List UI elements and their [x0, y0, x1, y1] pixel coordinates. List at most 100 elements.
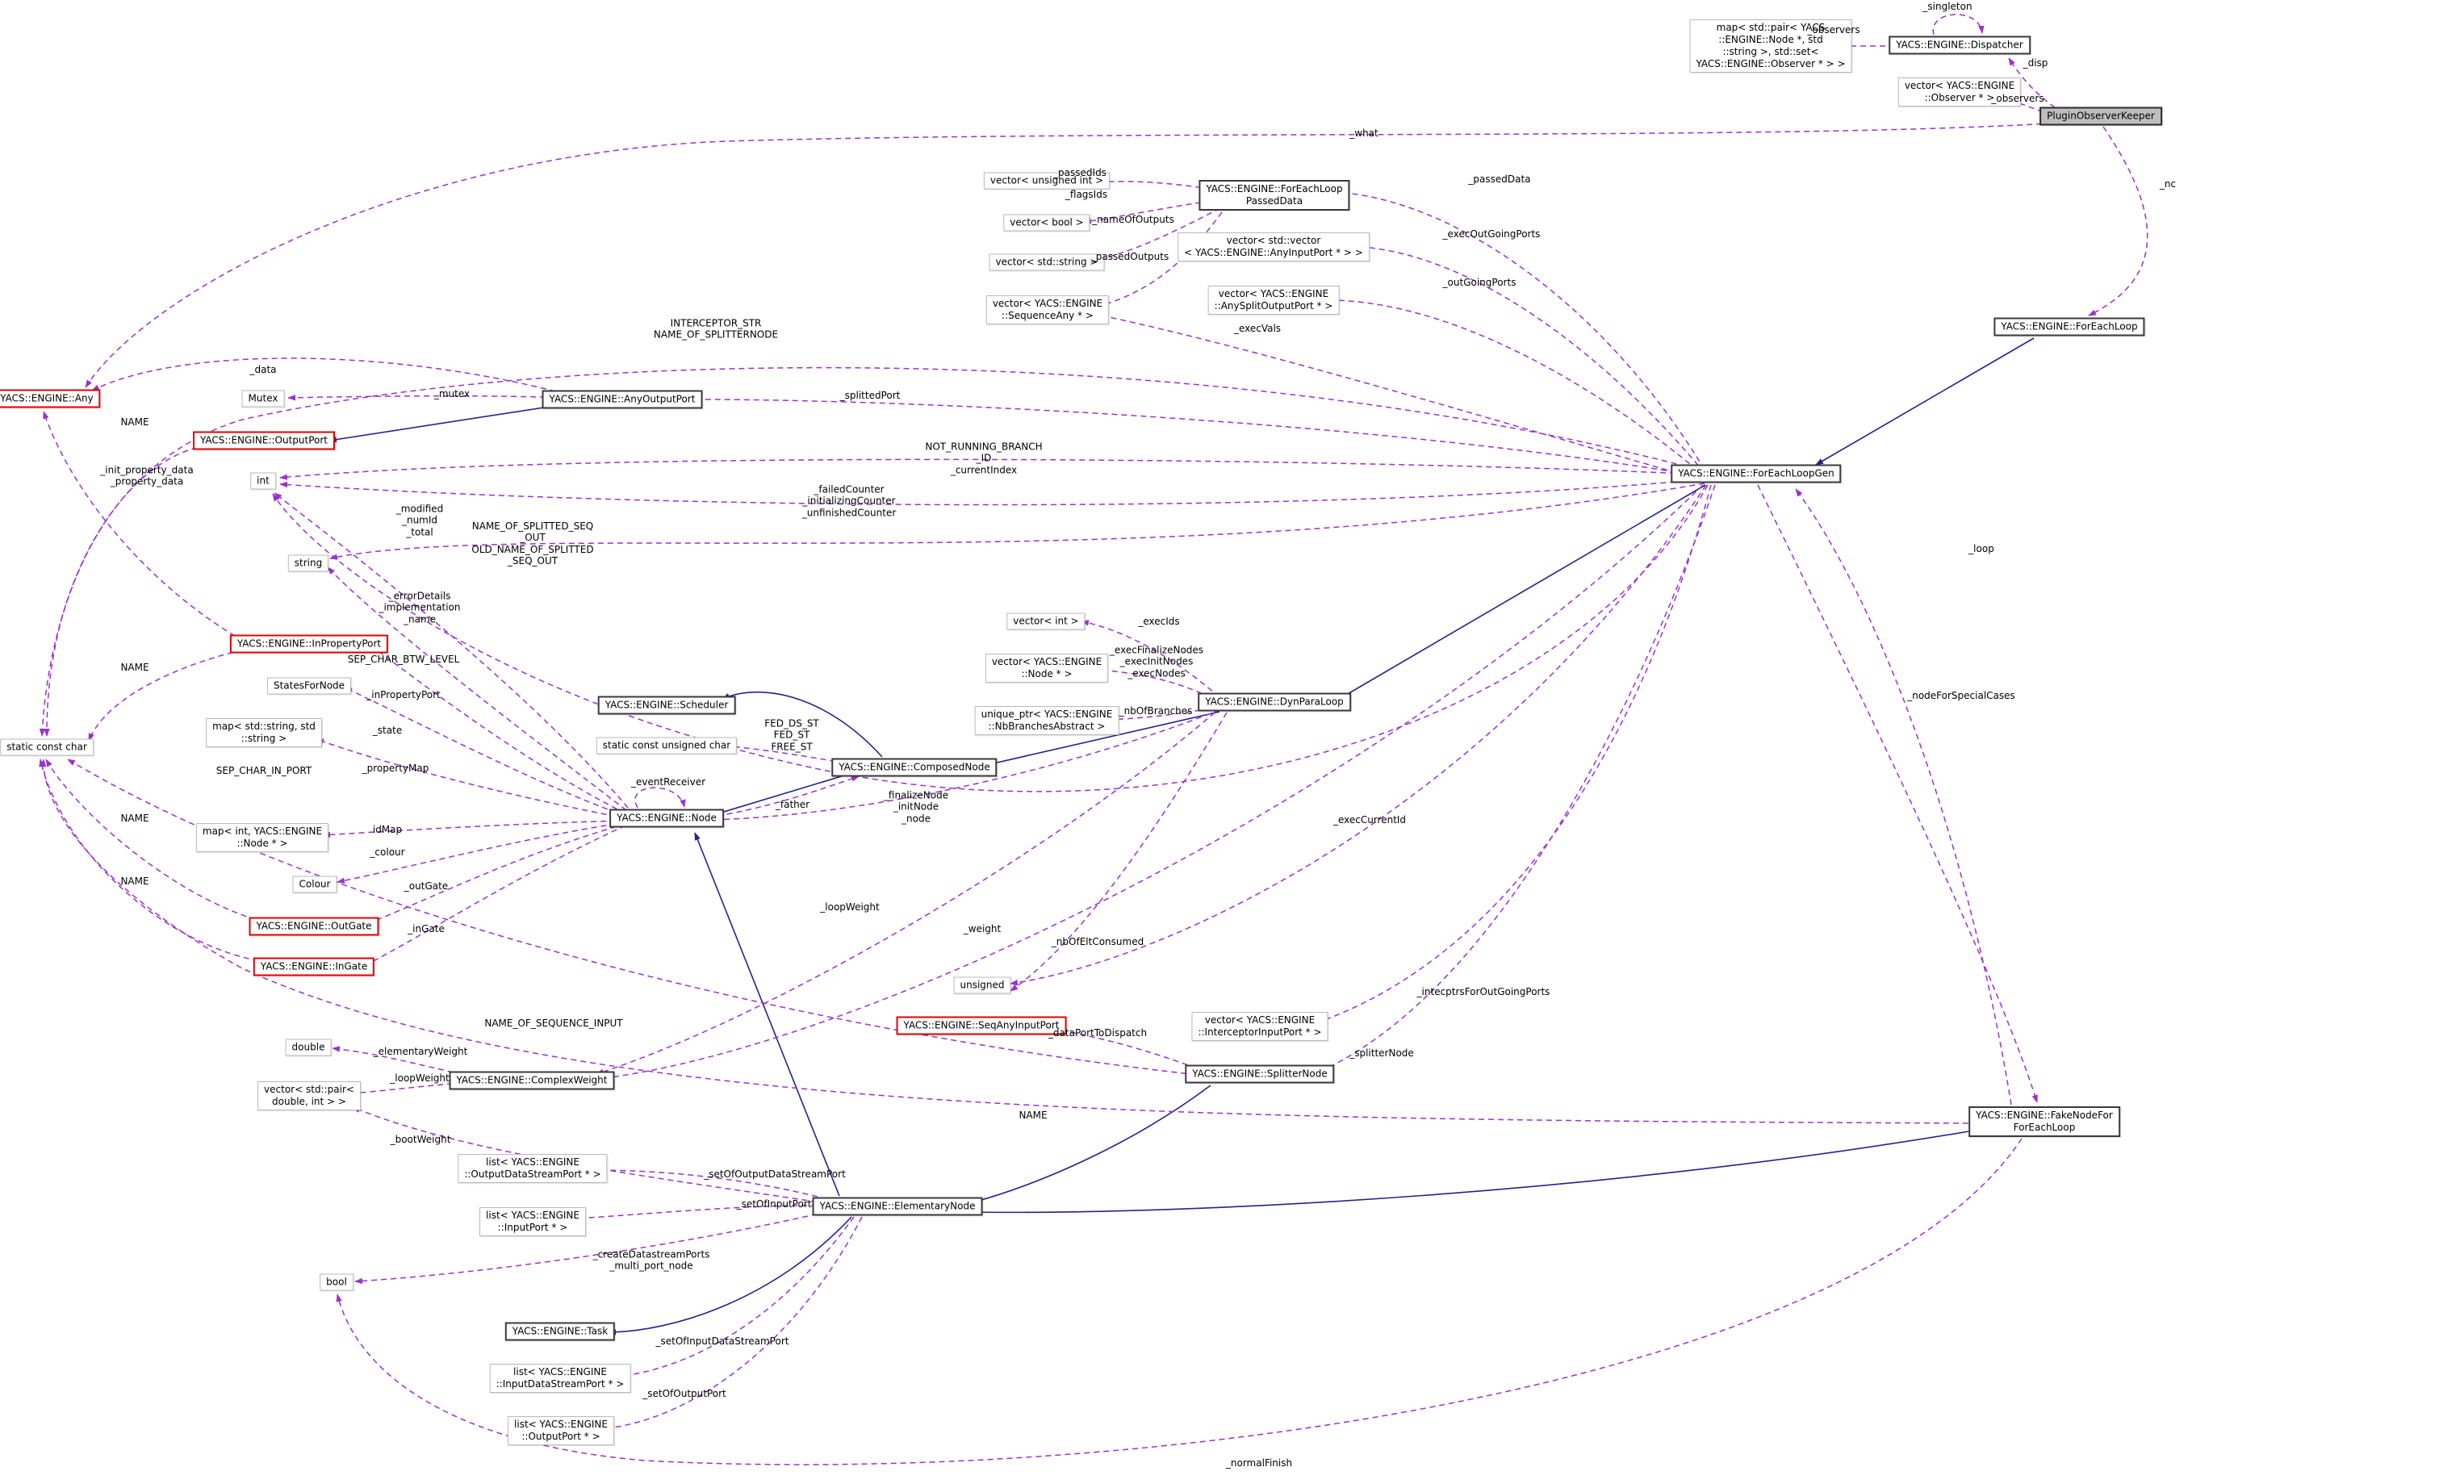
usage-edge-58	[1010, 484, 1707, 986]
class-node-unique-ptr-nbbranches[interactable]: unique_ptr< YACS::ENGINE ::NbBranchesAbs…	[974, 706, 1119, 735]
class-node-static-const-char[interactable]: static const char	[0, 738, 94, 756]
class-node-task[interactable]: YACS::ENGINE::Task	[504, 1322, 616, 1341]
class-node-map-node-observer-set[interactable]: map< std::pair< YACS ::ENGINE::Node *, s…	[1689, 19, 1852, 73]
class-node-vector-bool[interactable]: vector< bool >	[1003, 214, 1090, 232]
class-node-complexweight[interactable]: YACS::ENGINE::ComplexWeight	[449, 1071, 615, 1090]
class-node-map-int-node[interactable]: map< int, YACS::ENGINE ::Node * >	[195, 823, 329, 852]
class-node-vector-node[interactable]: vector< YACS::ENGINE ::Node * >	[985, 654, 1109, 683]
usage-edge-55	[336, 1138, 2023, 1465]
class-node-any[interactable]: YACS::ENGINE::Any	[0, 389, 101, 408]
usage-edge-27	[684, 396, 1705, 478]
class-node-dynparaloop[interactable]: YACS::ENGINE::DynParaLoop	[1198, 692, 1351, 712]
edge-label-59: _setOfInputDataStreamPort	[655, 1335, 789, 1347]
edge-label-49: _intecptrsForOutGoingPorts	[1416, 985, 1550, 997]
edge-label-42: _execFinalizeNodes _execInitNodes _execN…	[1109, 644, 1204, 679]
edge-label-56: _setOfOutputDataStreamPort	[704, 1168, 846, 1180]
class-node-vector-sequenceany[interactable]: vector< YACS::ENGINE ::SequenceAny * >	[985, 295, 1110, 324]
edge-label-54: _bootWeight	[390, 1133, 451, 1145]
class-node-elementarynode[interactable]: YACS::ENGINE::ElementaryNode	[812, 1197, 983, 1216]
usage-edge-22	[1093, 207, 1221, 262]
class-node-anyoutputport[interactable]: YACS::ENGINE::AnyOutputPort	[542, 390, 703, 409]
edge-label-14: INTERCEPTOR_STR NAME_OF_SPLITTERNODE	[653, 317, 779, 341]
usage-edge-72	[44, 366, 1705, 737]
inheritance-edge-7	[966, 1085, 1211, 1206]
class-node-vector-unsigned-int[interactable]: vector< unsigned int >	[983, 172, 1111, 190]
usage-edge-28	[287, 395, 566, 401]
class-node-mutex[interactable]: Mutex	[241, 390, 285, 408]
usage-edge-42	[368, 823, 626, 924]
usage-edge-62	[332, 1046, 473, 1077]
class-node-composednode[interactable]: YACS::ENGINE::ComposedNode	[831, 758, 998, 777]
class-node-vector-anysplitoutputport[interactable]: vector< YACS::ENGINE ::AnySplitOutputPor…	[1207, 286, 1340, 315]
class-node-int[interactable]: int	[250, 472, 276, 490]
class-node-splitternode[interactable]: YACS::ENGINE::SplitterNode	[1185, 1064, 1335, 1084]
class-node-node[interactable]: YACS::ENGINE::Node	[609, 809, 724, 828]
class-node-plugin-observer-keeper[interactable]: PluginObserverKeeper	[2039, 107, 2162, 126]
class-node-inpropertyport[interactable]: YACS::ENGINE::InPropertyPort	[229, 634, 389, 654]
class-node-unsigned[interactable]: unsigned	[953, 976, 1011, 994]
usage-edge-23	[1097, 211, 1223, 308]
edge-label-61: _normalFinish	[1225, 1457, 1293, 1469]
class-node-vector-interceptorinputport[interactable]: vector< YACS::ENGINE ::InterceptorInputP…	[1191, 1012, 1328, 1041]
edge-label-12: _outGoingPorts	[1442, 276, 1516, 288]
edge-label-62: _loop	[1968, 542, 1994, 554]
class-node-foreachloop-passeddata[interactable]: YACS::ENGINE::ForEachLoop PassedData	[1199, 180, 1350, 211]
edge-label-50: _splitterNode	[1349, 1047, 1414, 1059]
class-node-outputport[interactable]: YACS::ENGINE::OutputPort	[193, 431, 335, 450]
usage-edge-54	[1757, 484, 2038, 1103]
class-node-ingate[interactable]: YACS::ENGINE::InGate	[253, 957, 375, 976]
edge-label-57: _setOfInputPort	[736, 1198, 812, 1210]
class-node-vector-string[interactable]: vector< std::string >	[989, 253, 1105, 271]
class-node-outgate[interactable]: YACS::ENGINE::OutGate	[249, 917, 379, 936]
usage-edge-52	[272, 484, 1709, 792]
class-node-colour[interactable]: Colour	[292, 876, 337, 893]
edge-label-27: _inPropertyPort	[366, 688, 441, 700]
edge-label-45: _loopWeight	[820, 901, 880, 913]
class-node-dispatcher[interactable]: YACS::ENGINE::Dispatcher	[1889, 36, 2031, 55]
class-node-static-const-unsigned-char[interactable]: static const unsigned char	[596, 737, 738, 755]
usage-edge-41	[337, 821, 626, 884]
usage-edge-59	[1010, 712, 1228, 992]
class-node-foreachloop[interactable]: YACS::ENGINE::ForEachLoop	[1993, 317, 2145, 337]
class-node-fakenode[interactable]: YACS::ENGINE::FakeNodeFor ForEachLoop	[1968, 1106, 2120, 1137]
class-node-vector-vector-anyinputport[interactable]: vector< std::vector < YACS::ENGINE::AnyI…	[1178, 232, 1370, 261]
usage-edge-61	[596, 712, 1215, 1075]
usage-edge-24	[279, 458, 1705, 480]
inheritance-edge-3	[715, 771, 855, 815]
class-node-seqanyinputport[interactable]: YACS::ENGINE::SeqAnyInputPort	[896, 1016, 1067, 1035]
edge-label-26: NAME	[120, 661, 149, 673]
edge-label-3: _observers	[1991, 92, 2044, 104]
class-node-list-inputdatastreamport[interactable]: list< YACS::ENGINE ::InputDataStreamPort…	[489, 1364, 631, 1393]
usage-edge-51	[1319, 484, 1716, 1072]
inheritance-edge-5	[694, 832, 840, 1197]
usage-edge-33	[45, 759, 266, 923]
edge-label-34: _outGate	[404, 880, 449, 892]
usage-edge-34	[39, 759, 269, 964]
inheritance-edge-0	[1815, 337, 2035, 466]
edge-label-29: SEP_CHAR_IN_PORT	[215, 764, 312, 776]
class-node-list-outputdatastreamport[interactable]: list< YACS::ENGINE ::OutputDataStreamPor…	[458, 1154, 608, 1183]
usage-edge-45	[634, 787, 686, 809]
edge-label-39: _father	[775, 798, 810, 810]
class-node-statesfornode[interactable]: StatesForNode	[266, 677, 352, 695]
class-node-list-outputport[interactable]: list< YACS::ENGINE ::OutputPort * >	[508, 1416, 614, 1445]
edge-label-9: _passedOutputs	[1090, 250, 1169, 262]
usage-edge-46	[707, 775, 860, 818]
usage-edge-71	[67, 759, 1207, 1076]
class-node-foreachloopgen[interactable]: YACS::ENGINE::ForEachLoopGen	[1671, 464, 1842, 483]
class-node-bool[interactable]: bool	[320, 1273, 353, 1291]
class-node-map-string-string[interactable]: map< std::string, std ::string >	[206, 718, 322, 747]
edge-label-43: _nbOfBranches	[1119, 704, 1193, 717]
usage-edge-67	[354, 1209, 837, 1285]
class-node-scheduler[interactable]: YACS::ENGINE::Scheduler	[597, 696, 736, 715]
class-node-vector-int[interactable]: vector< int >	[1006, 612, 1086, 630]
class-node-list-inputport[interactable]: list< YACS::ENGINE ::InputPort * >	[479, 1207, 586, 1236]
class-node-string[interactable]: string	[287, 554, 329, 572]
usage-edge-43	[365, 825, 626, 966]
class-node-vector-pair-double-int[interactable]: vector< std::pair< double, int > >	[257, 1081, 361, 1110]
class-node-vector-observer[interactable]: vector< YACS::ENGINE ::Observer * >	[1897, 77, 2022, 107]
usage-edge-35	[274, 492, 629, 809]
class-node-double[interactable]: double	[285, 1039, 332, 1056]
edge-label-0: _singleton	[1922, 0, 1972, 12]
